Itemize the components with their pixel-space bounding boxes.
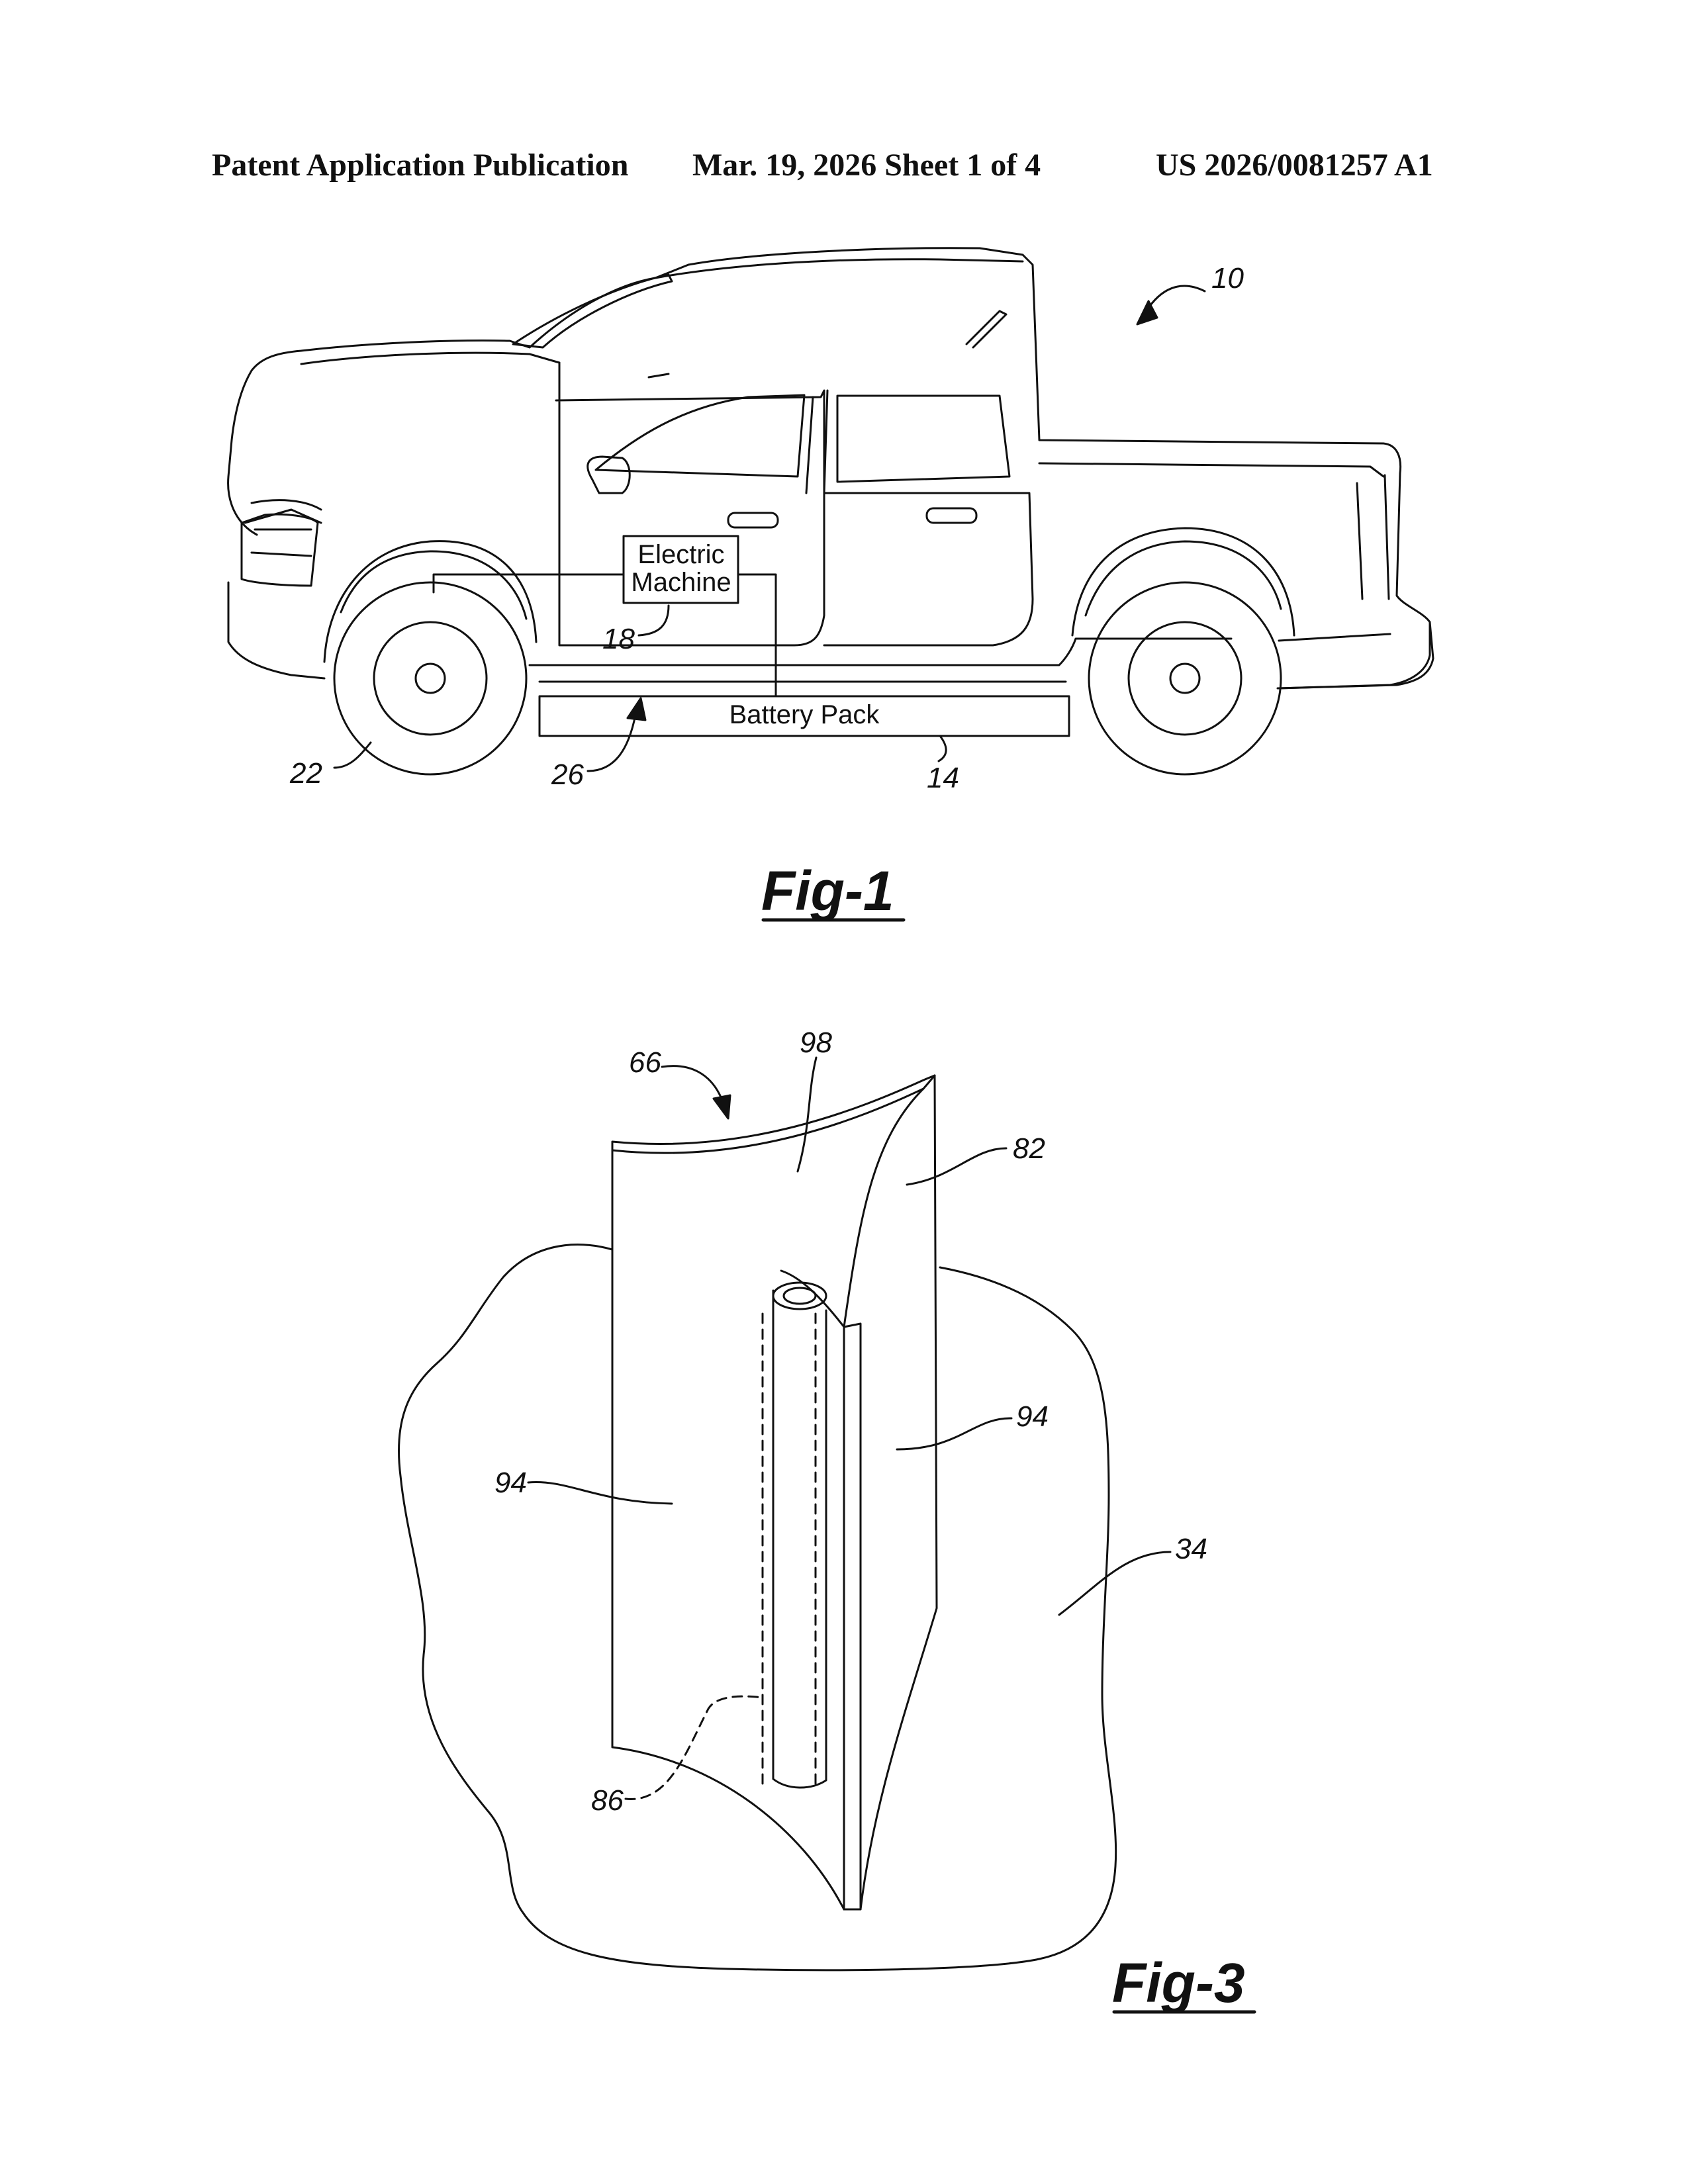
battery-pack-label: Battery Pack — [729, 700, 880, 729]
figure-3-label: Fig-3 — [1112, 1952, 1245, 2014]
front-wheel-arch — [324, 541, 536, 662]
leader-98 — [798, 1058, 816, 1171]
machine-battery-connection — [738, 574, 776, 696]
front-hub — [416, 664, 445, 693]
figure-1-label: Fig-1 — [761, 860, 894, 922]
side-mirror — [588, 457, 630, 493]
front-bumper — [228, 582, 324, 678]
ref-94-right: 94 — [1016, 1400, 1049, 1433]
panel-thickness-edge — [844, 1324, 861, 1909]
panel-top-back-edge — [612, 1075, 935, 1150]
roof-rail — [649, 259, 1023, 377]
ref-82: 82 — [1013, 1132, 1045, 1165]
electric-machine-label-line2: Machine — [631, 568, 731, 597]
ref-66: 66 — [629, 1046, 661, 1079]
vehicle-body-outline — [228, 248, 1430, 688]
ref-14: 14 — [927, 762, 959, 794]
ref-10: 10 — [1211, 262, 1244, 295]
front-tire — [334, 582, 526, 774]
rear-hub — [1170, 664, 1199, 693]
panel-right-face-82 — [844, 1075, 937, 1909]
bed-rail — [1039, 463, 1383, 477]
arrow-66 — [714, 1095, 730, 1118]
leader-18 — [639, 606, 669, 635]
ref-26: 26 — [551, 758, 584, 791]
rear-door — [824, 493, 1033, 645]
ref-22: 22 — [289, 757, 322, 790]
leader-26 — [588, 715, 635, 771]
hood-line — [301, 353, 559, 364]
leader-82 — [907, 1148, 1006, 1185]
rear-tire — [1089, 582, 1281, 774]
ref-94-left: 94 — [494, 1467, 527, 1499]
rocker-panel — [530, 639, 1231, 665]
machine-front-connection — [434, 574, 624, 592]
substrate-34-outline — [399, 1245, 1115, 1970]
antenna — [966, 311, 1006, 347]
leader-94-right — [897, 1418, 1011, 1449]
rear-wheel-arch-inner — [1086, 541, 1281, 615]
front-rim — [374, 622, 487, 735]
ref-34: 34 — [1175, 1533, 1207, 1565]
leader-86 — [626, 1696, 763, 1799]
leader-94-left — [528, 1482, 672, 1504]
ref-86: 86 — [591, 1784, 624, 1817]
leader-10 — [1149, 286, 1205, 308]
rear-window — [837, 396, 1009, 482]
electric-machine-label-line1: Electric — [637, 540, 724, 569]
leader-14 — [939, 736, 946, 761]
front-grille — [242, 514, 318, 586]
ref-98: 98 — [800, 1026, 832, 1059]
tailgate-line — [1357, 475, 1389, 599]
ref-18: 18 — [602, 623, 635, 655]
rear-door-handle — [927, 508, 976, 523]
leader-66 — [662, 1066, 722, 1099]
front-door-handle — [728, 513, 778, 527]
arrow-26 — [628, 698, 645, 720]
arrow-10 — [1137, 301, 1157, 324]
channel-tube — [773, 1291, 826, 1788]
channel-hidden — [763, 1314, 816, 1787]
leader-34 — [1059, 1552, 1170, 1615]
leader-22 — [334, 743, 371, 768]
channel-opening-inner — [784, 1288, 816, 1304]
windshield — [513, 275, 672, 347]
